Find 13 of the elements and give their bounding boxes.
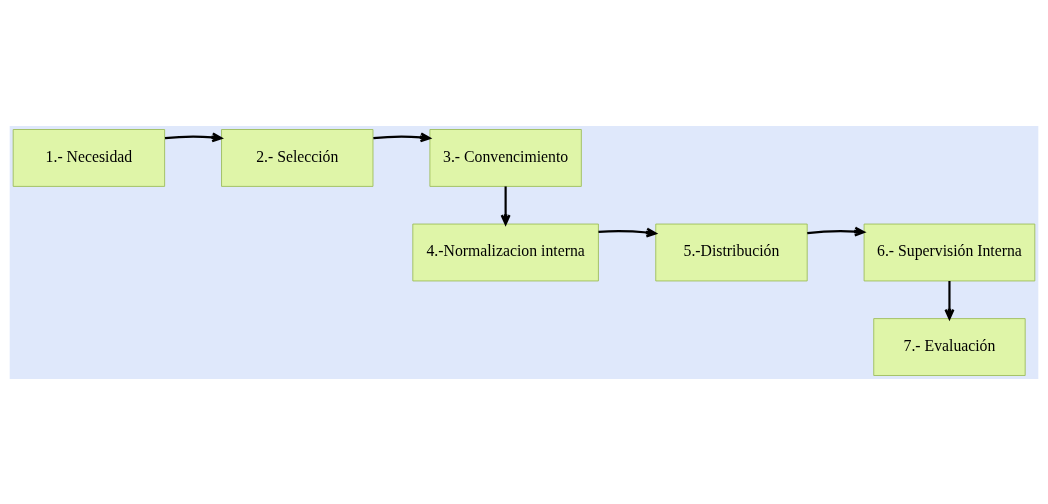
arrow [807, 226, 865, 237]
node-box: 1.- Necesidad [12, 128, 166, 187]
arrow [598, 227, 657, 238]
arrow [164, 131, 223, 142]
arrow [373, 131, 431, 142]
node-box: 5.-Distribución [655, 223, 808, 281]
node-box: 6.- Supervisión Interna [863, 223, 1036, 281]
node-box: 2.- Selección [221, 128, 374, 187]
node-box: 3.- Convencimiento [429, 128, 582, 187]
arrow [500, 185, 511, 225]
node-box: 7.- Evaluación [873, 317, 1026, 376]
node-box: 4.-Normalizacion interna [412, 223, 599, 281]
arrow [944, 280, 955, 320]
